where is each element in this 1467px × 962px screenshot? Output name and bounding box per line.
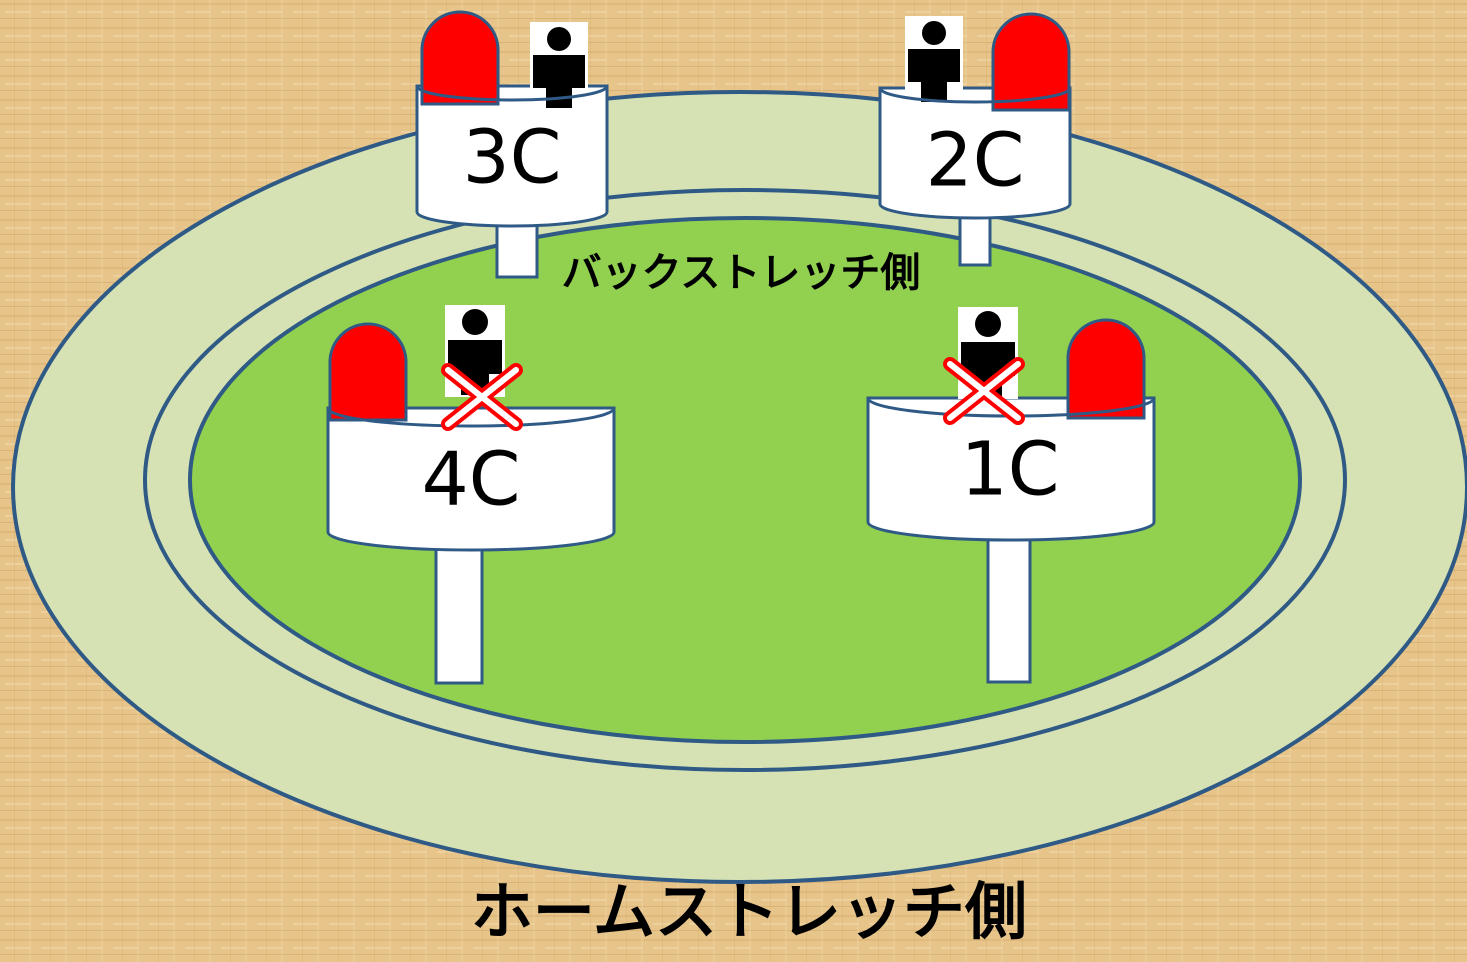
tower-2c: 2C bbox=[878, 12, 1072, 267]
tower-4c: 4C bbox=[326, 305, 616, 685]
home-stretch-label: ホームストレッチ側 bbox=[471, 875, 1027, 948]
red-lamp-icon bbox=[1066, 318, 1146, 420]
tower-3c-label: 3C bbox=[463, 115, 562, 201]
red-lamp-icon bbox=[991, 12, 1071, 112]
tower-1c-body bbox=[866, 396, 1156, 542]
person-icon bbox=[530, 22, 588, 110]
track-inner-line bbox=[143, 188, 1347, 772]
tower-2c-label: 2C bbox=[926, 118, 1025, 204]
tower-4c-pole bbox=[434, 538, 484, 685]
red-lamp-icon bbox=[328, 322, 408, 422]
tower-2c-body bbox=[878, 86, 1072, 220]
tower-3c-rim bbox=[415, 85, 609, 102]
tower-3c: 3C bbox=[415, 10, 609, 279]
tower-4c-label: 4C bbox=[422, 437, 521, 523]
tower-3c-body bbox=[415, 84, 609, 228]
tower-1c: 1C bbox=[866, 307, 1156, 684]
tower-4c-body bbox=[326, 406, 616, 552]
tower-2c-rim bbox=[878, 87, 1072, 104]
cross-mark-icon bbox=[441, 363, 523, 431]
tower-1c-pole bbox=[986, 528, 1032, 684]
person-icon bbox=[905, 16, 963, 104]
red-lamp-icon bbox=[420, 10, 500, 106]
tower-1c-label: 1C bbox=[961, 427, 1060, 513]
cross-mark-icon bbox=[943, 357, 1025, 425]
tower-4c-rim bbox=[326, 407, 616, 428]
back-stretch-label: バックストレッチ側 bbox=[562, 250, 921, 296]
